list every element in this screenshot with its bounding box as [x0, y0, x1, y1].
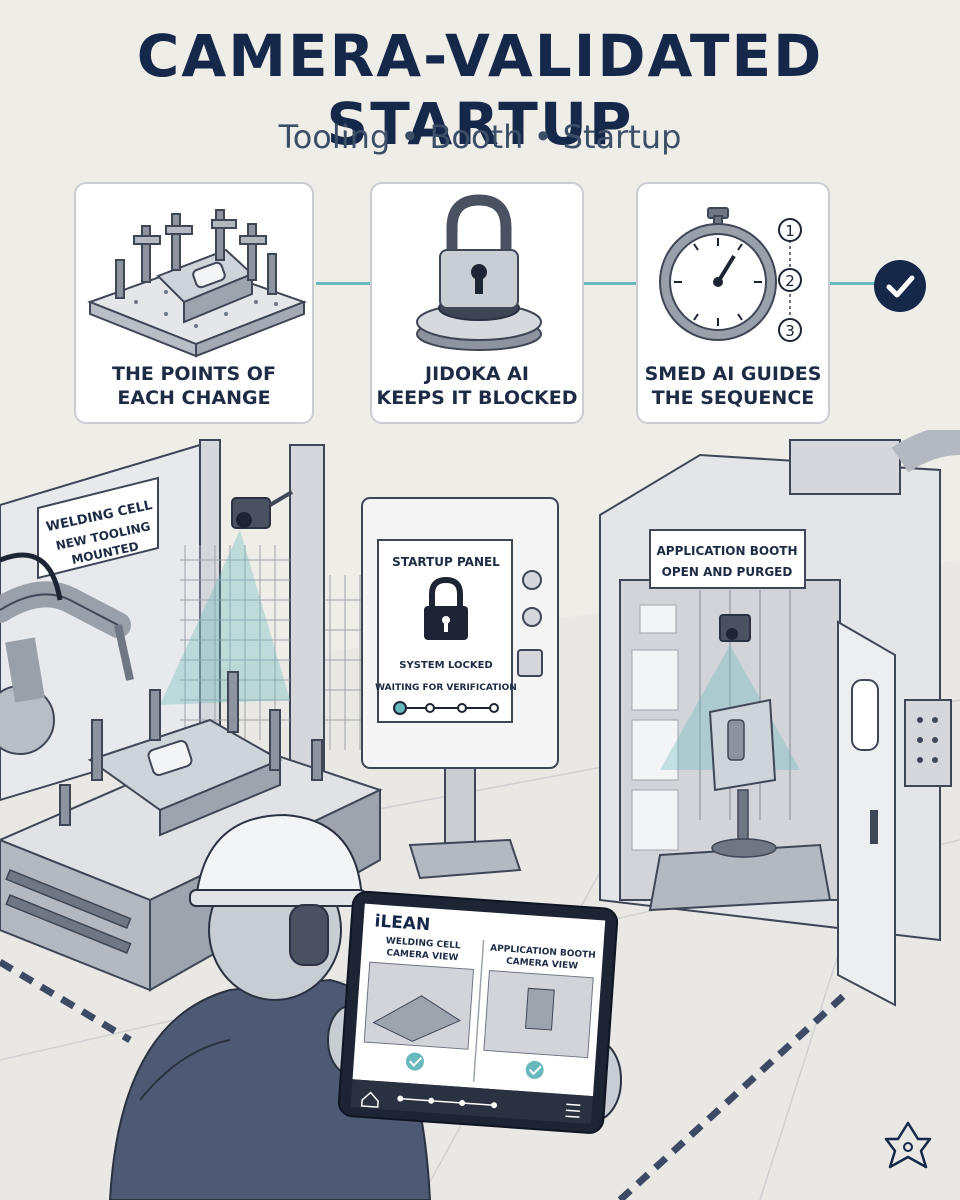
- menu-icon[interactable]: [565, 1103, 581, 1118]
- booth-sign-line-1: APPLICATION BOOTH: [657, 544, 798, 558]
- welding-view-check-icon: [405, 1052, 424, 1071]
- welding-fixture-icon: [87, 209, 307, 358]
- page-title: CAMERA-VALIDATED STARTUP: [136, 22, 824, 158]
- panel-button-1: [522, 570, 542, 590]
- step-connector-1: [316, 282, 370, 285]
- step-2-line-2: KEEPS IT BLOCKED: [376, 387, 578, 409]
- stopwatch-icon: 1 2 3: [659, 207, 802, 342]
- booth-view-check-icon: [525, 1060, 544, 1079]
- completed-check-badge: [874, 260, 926, 312]
- step-card-smed: 1 2 3 SMED AI GUIDES THE SEQUENCE: [636, 182, 830, 424]
- step-connector-2: [584, 282, 636, 285]
- step-connector-3: [830, 282, 876, 285]
- hard-hat-icon: [194, 813, 364, 901]
- step-3-line-1: SMED AI GUIDES: [644, 363, 822, 385]
- sequence-step-2: 2: [785, 272, 795, 290]
- sequence-step-3: 3: [785, 322, 795, 340]
- step-1-line-2: EACH CHANGE: [117, 387, 271, 409]
- panel-key-switch: [517, 649, 543, 677]
- home-icon[interactable]: [360, 1091, 379, 1108]
- page-subtitle: Tooling • Booth • Startup: [278, 118, 682, 156]
- application-booth: APPLICATION BOOTH OPEN AND PURGED: [599, 430, 960, 1007]
- panel-button-2: [522, 607, 542, 627]
- step-card-points: THE POINTS OF EACH CHANGE: [74, 182, 314, 424]
- booth-sign-line-2: OPEN AND PURGED: [662, 565, 793, 579]
- startup-panel-substatus: WAITING FOR VERIFICATION: [375, 683, 517, 693]
- brand-logo-icon: [884, 1121, 932, 1169]
- factory-scene: WELDING CELL NEW TOOLING MOUNTED: [0, 430, 960, 1200]
- step-1-line-1: THE POINTS OF: [112, 363, 276, 385]
- tablet-device: iLEAN WELDING CELL CAMERA VIEW APPLICATI…: [337, 890, 619, 1134]
- panel-lock-icon: [424, 576, 468, 640]
- startup-panel: STARTUP PANEL SYSTEM LOCKED WAITING FOR …: [361, 497, 559, 880]
- step-card-jidoka: JIDOKA AI KEEPS IT BLOCKED: [370, 182, 584, 424]
- startup-panel-title: STARTUP PANEL: [392, 555, 500, 569]
- sequence-step-1: 1: [785, 222, 795, 240]
- padlock-icon: [416, 194, 542, 351]
- check-icon: [886, 275, 915, 298]
- step-2-line-1: JIDOKA AI: [425, 363, 529, 385]
- tablet-brand: iLEAN: [374, 911, 431, 935]
- step-3-line-2: THE SEQUENCE: [651, 387, 815, 409]
- ear-protection-icon: [289, 904, 329, 966]
- startup-panel-status: SYSTEM LOCKED: [399, 660, 492, 671]
